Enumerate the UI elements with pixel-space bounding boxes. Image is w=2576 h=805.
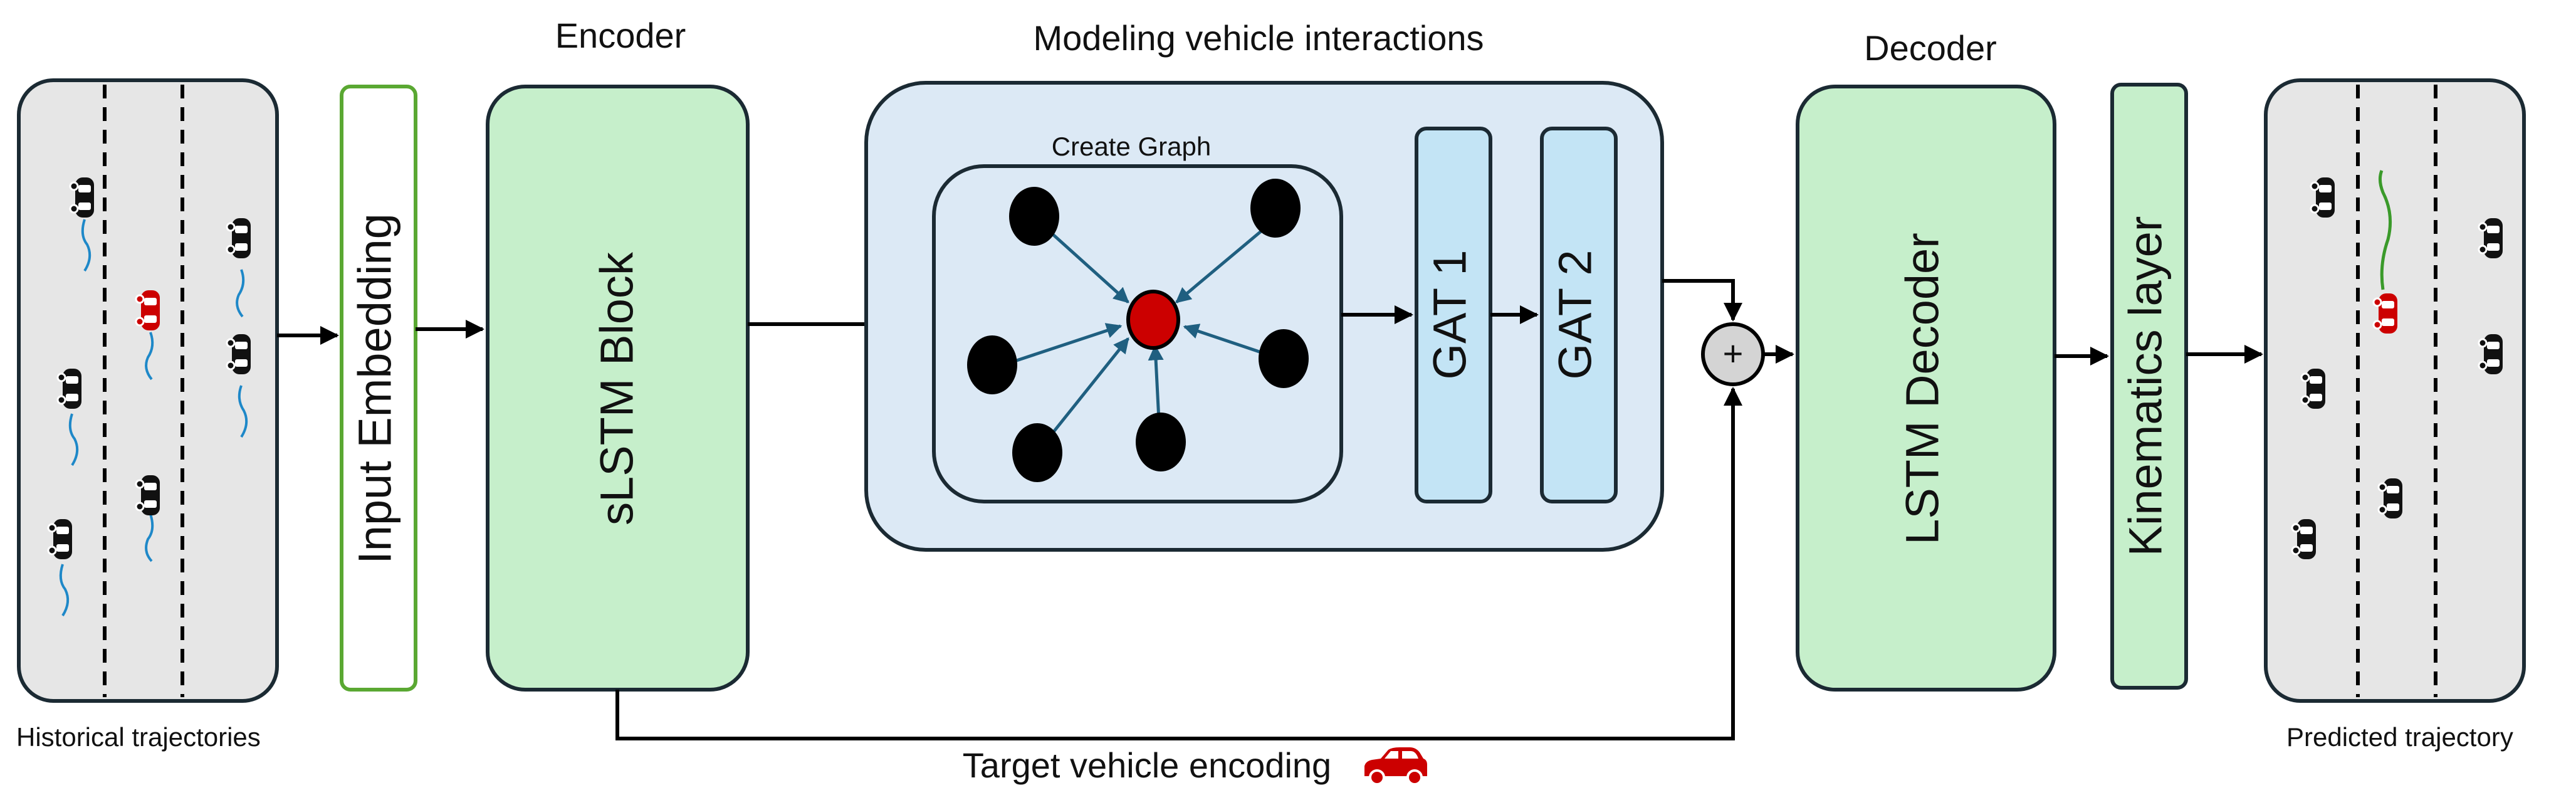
historical-road-panel — [17, 78, 279, 703]
input-embedding-block — [340, 85, 417, 692]
predicted-road-panel — [2264, 78, 2526, 703]
red-car-icon — [1364, 747, 1427, 786]
kinematics-label: Kinematics layer — [2120, 216, 2172, 557]
predicted-path — [2378, 170, 2392, 290]
target-encoding-label: Target vehicle encoding — [963, 745, 1331, 785]
predicted-label: Predicted trajectory — [2286, 722, 2513, 752]
gat2-block — [1540, 127, 1618, 503]
interactions-label: Modeling vehicle interactions — [1033, 18, 1484, 58]
input-embedding-label: Input Embedding — [349, 213, 401, 564]
graph-node — [1250, 179, 1301, 238]
encoder-label: Encoder — [555, 16, 686, 55]
historical-label: Historical trajectories — [16, 722, 261, 752]
gat1-label: GAT 1 — [1424, 250, 1476, 379]
lstm-decoder-label: LSTM Decoder — [1897, 233, 1949, 545]
target-encoding-path — [615, 387, 1742, 740]
create-graph-label: Create Graph — [1052, 132, 1211, 161]
graph-node — [1009, 187, 1059, 246]
target-graph-node — [1126, 290, 1180, 350]
sum-label: + — [1723, 334, 1744, 373]
graph-node — [967, 335, 1017, 394]
slstm-label: sLSTM Block — [591, 251, 643, 525]
gat2-label: GAT 2 — [1549, 250, 1601, 379]
decoder-label: Decoder — [1864, 28, 1997, 68]
graph-node — [1136, 413, 1186, 471]
graph-node — [1012, 423, 1062, 482]
lstm-decoder-block — [1796, 85, 2056, 692]
kinematics-block — [2110, 83, 2188, 690]
graph-node — [1259, 329, 1309, 388]
